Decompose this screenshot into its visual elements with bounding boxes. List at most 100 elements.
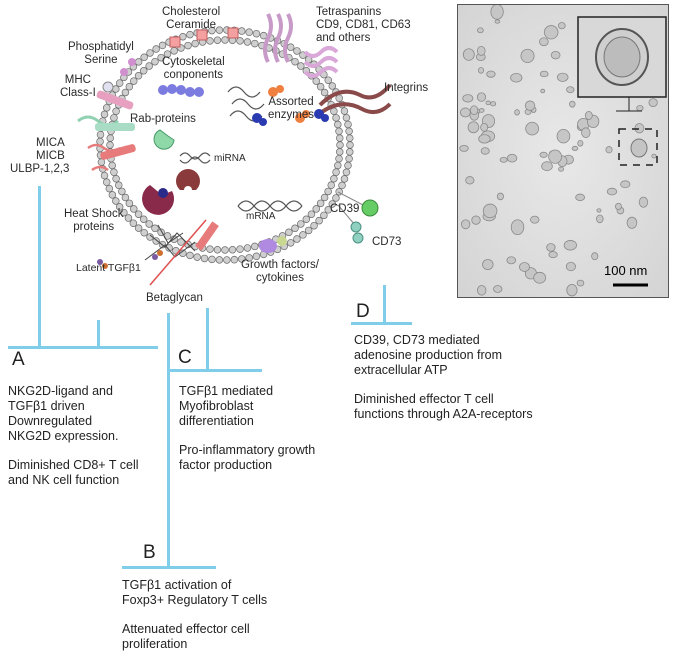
- vesicle-particle: [577, 140, 584, 147]
- lipid-bead: [328, 200, 337, 208]
- vesicle-particle: [541, 161, 553, 172]
- mrna-icon: [237, 200, 303, 212]
- vesicle-particle: [459, 144, 469, 152]
- lipid-bead: [208, 255, 216, 264]
- vesicle-particle: [520, 48, 535, 63]
- lipid-bead: [115, 203, 124, 211]
- lipid-bead: [299, 231, 307, 239]
- lipid-bead: [251, 39, 259, 48]
- lipid-bead: [105, 184, 114, 193]
- lipid-bead: [243, 38, 252, 46]
- lipid-bead: [106, 134, 114, 142]
- vesicle-particle: [548, 251, 558, 259]
- mhc-class-i-icon: [77, 81, 135, 131]
- lipid-bead: [134, 210, 143, 218]
- lipid-bead: [328, 82, 337, 90]
- lipid-bead: [245, 28, 253, 36]
- lipid-bead: [238, 27, 246, 35]
- vesicle-particle: [584, 111, 593, 121]
- panel-c-letter: C: [178, 347, 192, 368]
- scale-bar-label: 100 nm: [604, 263, 648, 278]
- vesicle-particle: [539, 37, 549, 47]
- lipid-bead: [191, 39, 199, 48]
- vesicle-particle: [546, 243, 556, 252]
- lipid-bead: [124, 214, 133, 222]
- lipid-bead: [121, 193, 130, 202]
- vesicle-particle: [477, 67, 485, 74]
- lipid-bead: [208, 26, 216, 35]
- lipid-bead: [206, 245, 214, 253]
- vesicle-particle: [606, 187, 618, 196]
- vesicle-particle: [566, 283, 578, 297]
- connector-c-vertical: [206, 308, 209, 370]
- lipid-bead: [121, 88, 130, 97]
- vesicle-particle: [519, 262, 530, 272]
- lipid-bead: [110, 168, 118, 176]
- vesicle-particle: [596, 214, 604, 224]
- vesicle-particle: [615, 202, 622, 211]
- vesicle-particle: [510, 72, 523, 83]
- lipid-bead: [340, 107, 349, 115]
- lipid-bead: [100, 171, 109, 180]
- heat-shock-protein-icon: [142, 169, 200, 215]
- mirna-label: miRNA: [214, 153, 246, 164]
- connector-b-horizontal: [122, 566, 216, 569]
- connector-a-vertical: [38, 186, 41, 346]
- lipid-bead: [236, 245, 244, 253]
- lipid-bead: [293, 47, 301, 55]
- lipid-bead: [112, 175, 120, 183]
- lipid-bead: [335, 94, 343, 102]
- vesicle-particle: [596, 208, 602, 213]
- lipid-bead: [304, 226, 313, 235]
- lipid-bead: [345, 127, 353, 136]
- lipid-bead: [340, 175, 349, 183]
- lipid-bead: [336, 148, 344, 156]
- lipid-bead: [106, 141, 114, 149]
- mirna-icon: [179, 152, 211, 164]
- lipid-bead: [184, 41, 192, 50]
- lipid-bead: [346, 141, 354, 149]
- lipid-bead: [193, 253, 201, 261]
- lipid-bead: [100, 110, 109, 119]
- lipid-bead: [134, 58, 143, 66]
- connector-d-vertical: [383, 285, 386, 323]
- vesicle-particle: [496, 192, 504, 201]
- vesicle-particle: [461, 219, 471, 230]
- lipid-bead: [344, 120, 352, 129]
- lipid-bead: [215, 26, 224, 34]
- vesicle-particle: [490, 101, 497, 107]
- vesicle-particle: [540, 88, 546, 94]
- vesicle-particle: [510, 219, 525, 236]
- vesicle-particle: [494, 19, 501, 24]
- lipid-bead: [151, 224, 159, 233]
- vesicle-particle: [506, 256, 517, 265]
- lipid-bead: [346, 134, 354, 142]
- lipid-bead: [236, 37, 244, 45]
- panel-b-text: TGFβ1 activation of Foxp3+ Regulatory T …: [122, 578, 268, 651]
- connector-c-horizontal: [170, 369, 262, 372]
- lipid-bead: [213, 36, 222, 44]
- vesicle-particle: [477, 285, 487, 296]
- vesicle-particle: [490, 5, 504, 20]
- lipid-bead: [145, 220, 153, 228]
- lipid-bead: [344, 161, 352, 170]
- integrins-label: Integrins: [384, 82, 429, 94]
- lipid-bead: [120, 208, 128, 217]
- connector-b-vertical: [167, 313, 170, 567]
- vesicle-particle: [575, 193, 585, 202]
- vesicle-particle: [571, 145, 579, 151]
- lipid-bead: [230, 255, 239, 264]
- lipid-bead: [335, 127, 343, 136]
- cd39-label: CD39: [330, 203, 360, 215]
- mica-icon: [87, 143, 136, 172]
- lipid-bead: [102, 104, 111, 112]
- lipid-bead: [170, 47, 178, 55]
- lipid-bead: [228, 246, 237, 254]
- lipid-bead: [324, 187, 332, 196]
- vesicle-particle: [558, 22, 566, 30]
- lipid-bead: [112, 197, 120, 205]
- vesicle-particle: [591, 252, 599, 261]
